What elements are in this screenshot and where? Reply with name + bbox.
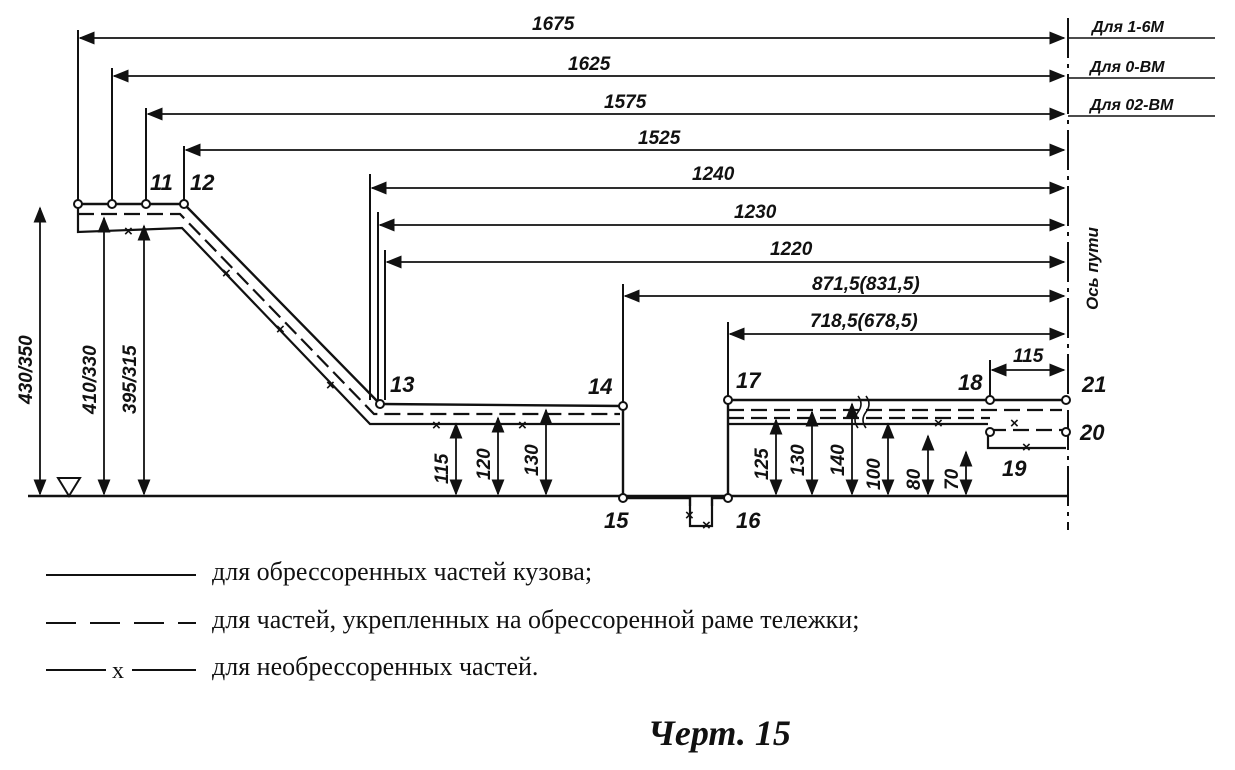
dim-label: 410/330	[80, 345, 101, 415]
outline-x-line	[76, 204, 1066, 528]
legend-swatch-dashed	[46, 622, 196, 624]
break-mark	[854, 395, 870, 429]
svg-text:×: ×	[934, 415, 943, 432]
dim-label: 718,5(678,5)	[810, 311, 918, 332]
svg-text:×: ×	[702, 517, 711, 534]
outline-solid	[78, 202, 1068, 506]
gauge-label: Для 02-ВМ	[1088, 97, 1174, 114]
dim-label: 1575	[604, 92, 647, 113]
legend-x-symbol: x	[112, 658, 124, 684]
dim-label: 130	[788, 444, 809, 476]
legend-text: для необрессоренных частей.	[212, 652, 539, 681]
dim-label: 115	[1013, 346, 1044, 367]
dim-label: 125	[752, 448, 773, 480]
dim-label: 140	[828, 444, 849, 476]
legend-swatch-x-line: x	[46, 658, 196, 684]
dim-label: 1625	[568, 54, 611, 75]
dim-label: 1220	[770, 239, 813, 260]
dim-label: 1675	[532, 14, 575, 35]
dim-label: 120	[474, 448, 495, 480]
legend-swatch-solid	[46, 574, 196, 576]
dim-label: 430/350	[16, 335, 37, 405]
point-label: 11	[150, 170, 173, 195]
dim-label: 395/315	[120, 345, 141, 414]
x-markers: × × × × × × × × × × ×	[124, 223, 1031, 534]
svg-text:×: ×	[222, 265, 231, 282]
point-label: 14	[588, 374, 612, 399]
point-label: 16	[736, 508, 761, 533]
dim-label: 1240	[692, 164, 735, 185]
legend-text: для частей, укрепленных на обрессоренной…	[212, 605, 860, 634]
svg-text:×: ×	[1010, 415, 1019, 432]
points	[73, 199, 1071, 503]
svg-text:×: ×	[276, 321, 285, 338]
svg-text:×: ×	[124, 223, 133, 240]
dim-label: 1525	[638, 128, 681, 149]
point-label: 13	[390, 372, 414, 397]
point-label: 19	[1002, 456, 1027, 481]
point-label: 18	[958, 370, 983, 395]
ground-level-symbol	[56, 477, 82, 498]
svg-text:×: ×	[432, 417, 441, 434]
svg-text:×: ×	[1022, 439, 1031, 456]
figure-caption: Черт. 15	[648, 713, 791, 753]
point-label: 17	[736, 368, 762, 393]
clearance-diagram: Для 1-6М Для 0-ВМ Для 02-ВМ Ось пути 167…	[16, 14, 1215, 534]
extension-lines	[77, 30, 991, 406]
legend-item-x-line: x для необрессоренных частей.	[44, 648, 1194, 688]
point-label: 12	[190, 170, 215, 195]
gauge-label: Для 0-ВМ	[1088, 59, 1165, 76]
legend-item-solid: для обрессоренных частей кузова;	[44, 553, 1194, 593]
svg-text:×: ×	[326, 377, 335, 394]
point-label: 15	[604, 508, 629, 533]
gauge-label: Для 1-6М	[1090, 19, 1165, 36]
dim-label: 100	[864, 458, 885, 490]
legend-item-dashed: для частей, укрепленных на обрессоренной…	[44, 601, 1194, 641]
axis-label: Ось пути	[1083, 227, 1102, 310]
dim-label: 70	[942, 468, 963, 490]
dim-label: 871,5(831,5)	[812, 274, 920, 295]
point-label: 20	[1079, 420, 1105, 445]
horizontal-dimension-lines	[78, 31, 1066, 377]
legend-text: для обрессоренных частей кузова;	[212, 557, 593, 586]
outline-dashed	[78, 212, 1062, 432]
dim-label: 80	[904, 468, 925, 490]
point-label: 21	[1081, 372, 1106, 397]
dim-label: 1230	[734, 202, 777, 223]
dim-label: 130	[522, 444, 543, 476]
svg-text:×: ×	[685, 507, 694, 524]
dim-label: 115	[432, 453, 453, 484]
svg-text:×: ×	[518, 417, 527, 434]
